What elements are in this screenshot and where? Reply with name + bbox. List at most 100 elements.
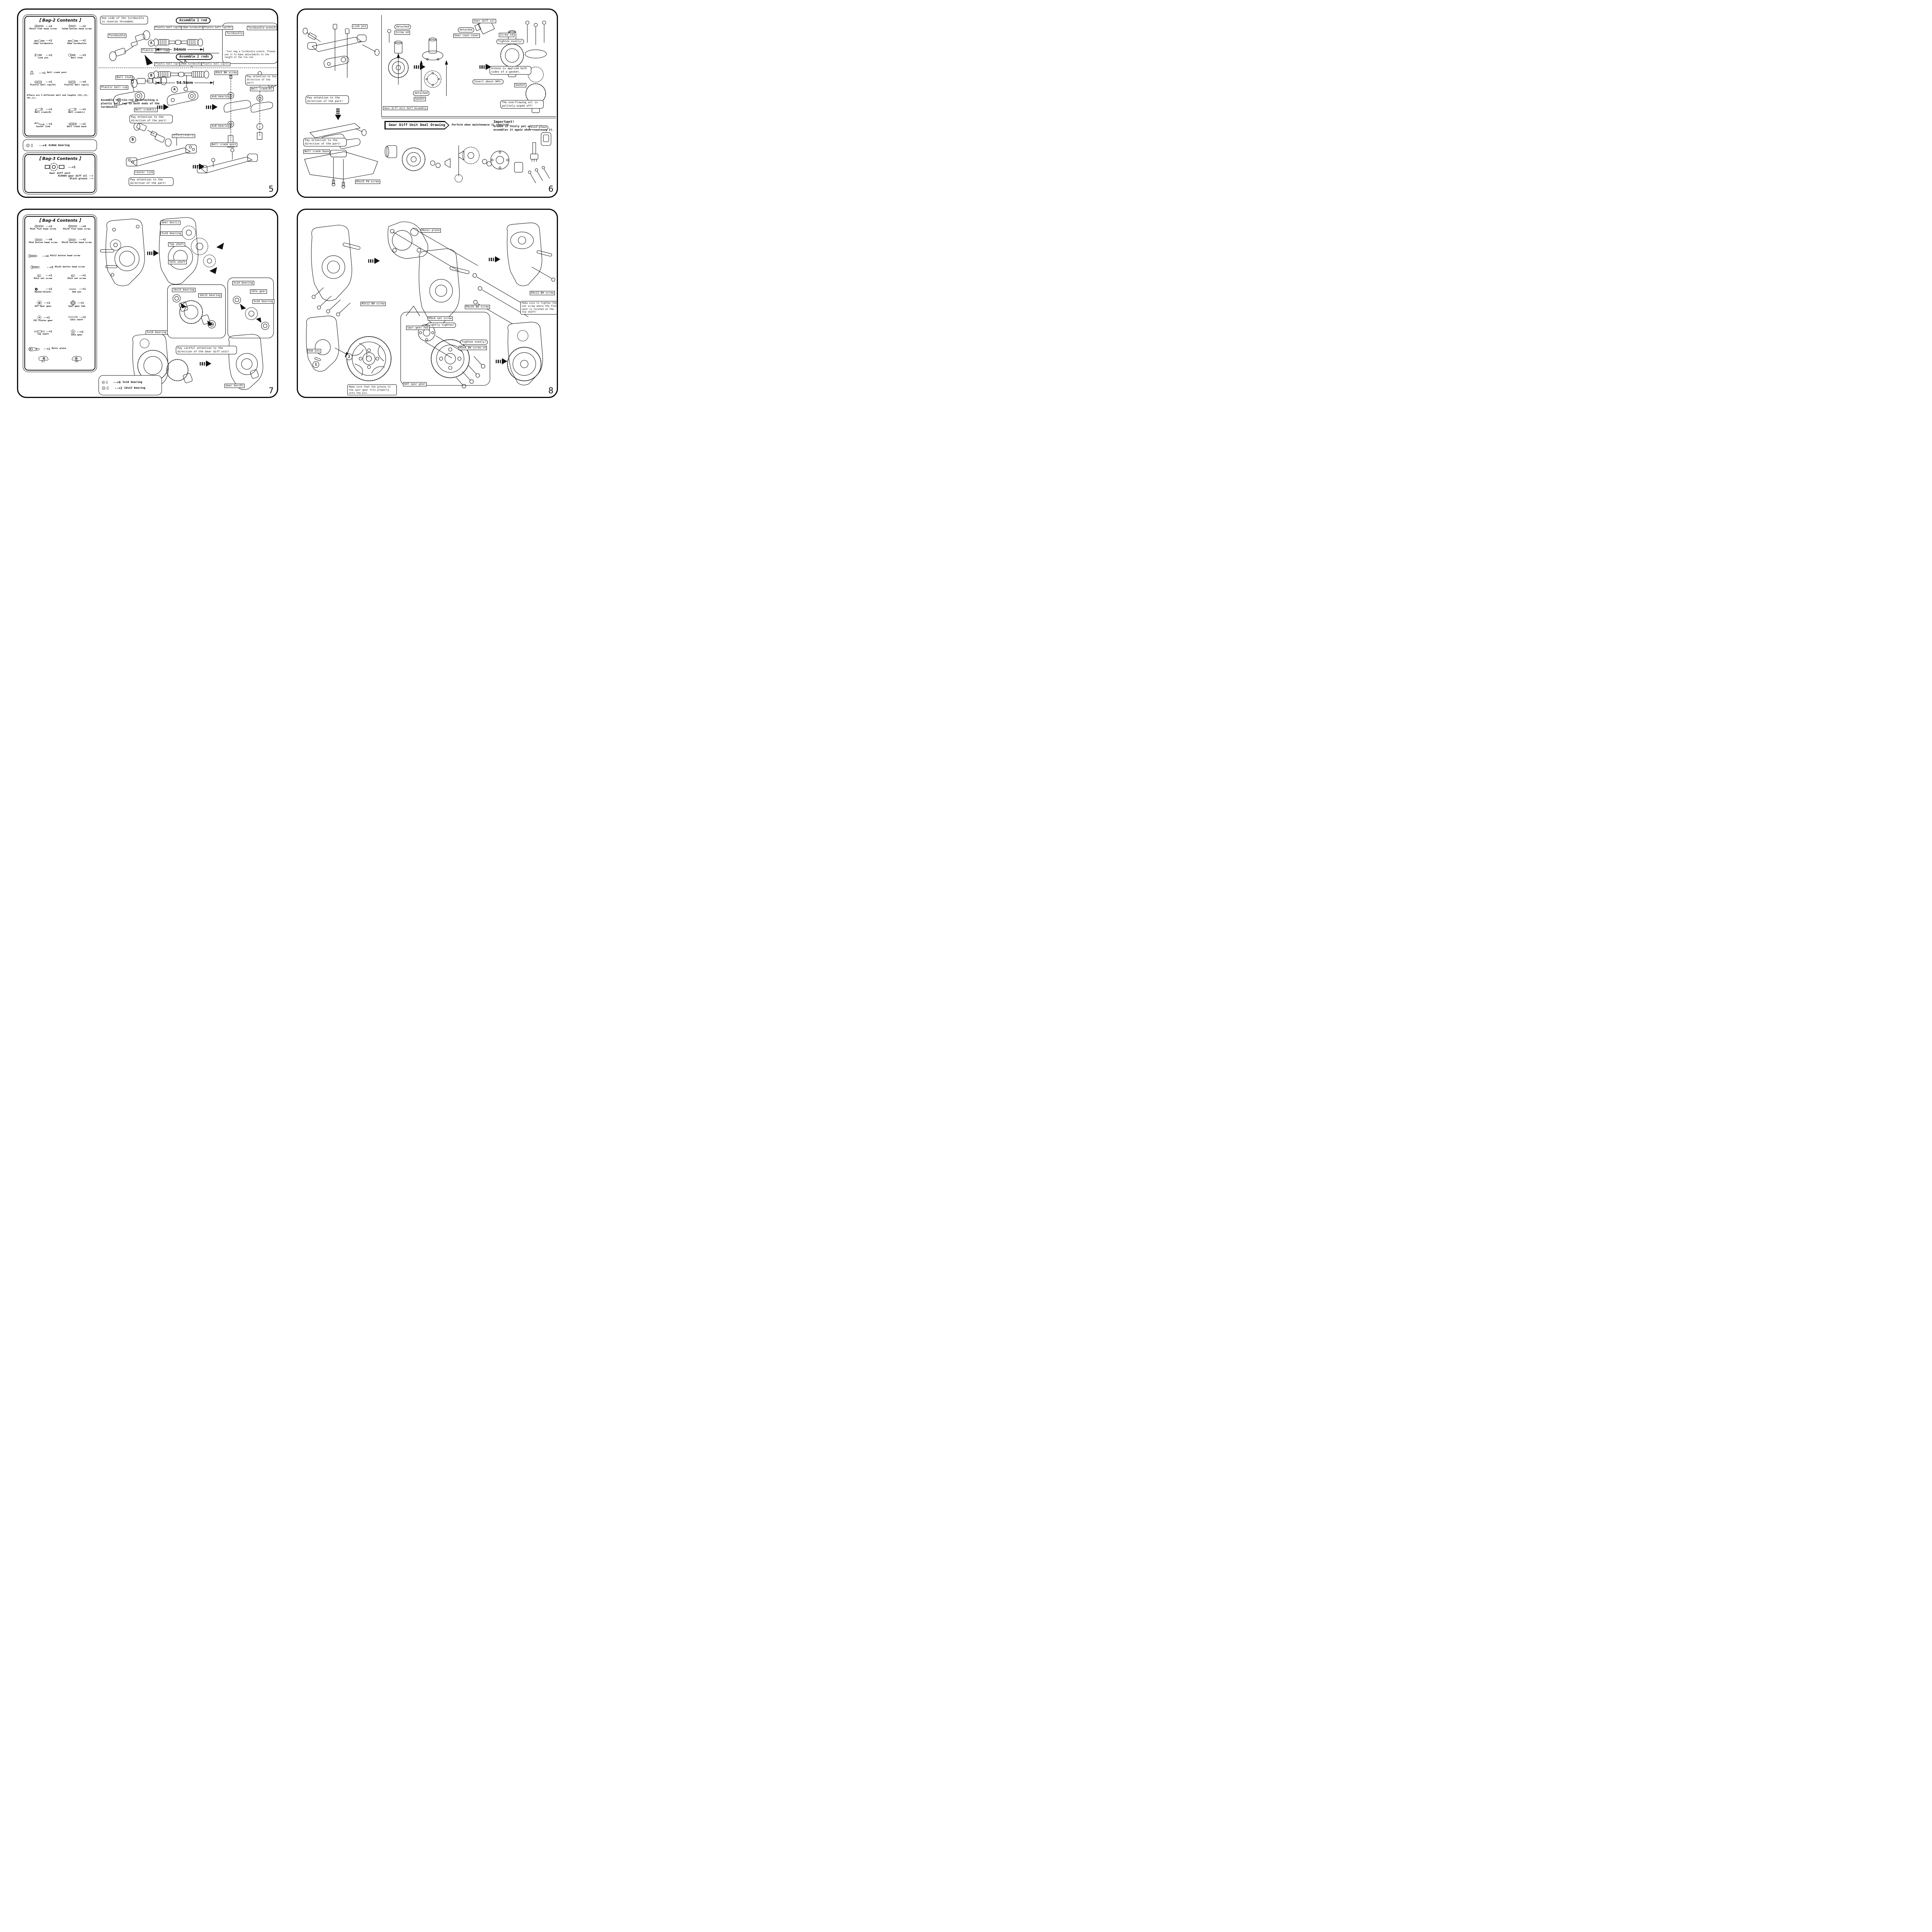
turnbuckle-label: Turnbuckle xyxy=(108,34,127,38)
m3x5-bh-screw-label: M3x5 BH screw xyxy=(214,71,238,75)
assemble-2-rods-header: Assemble 2 rods xyxy=(176,54,213,60)
hub-pin-label: Hub pin xyxy=(307,349,321,354)
bearing-4x8-label: 4x8 bearing xyxy=(211,95,231,99)
section-divider xyxy=(381,116,556,118)
important-title: Important! xyxy=(493,120,515,124)
deal-subtitle: Perform when maintenance is required. xyxy=(452,123,510,126)
page-number: 5 xyxy=(269,184,274,194)
step-arrow xyxy=(147,250,160,256)
step-arrow xyxy=(496,358,508,364)
page-number: 7 xyxy=(269,386,274,395)
important-body: Grease is thinly put up and it assembles… xyxy=(493,125,554,132)
turnbuckle-16mm-label: 16mm turnbuckle xyxy=(181,26,205,30)
m3x12-bh-screw-label: M3x12 BH screw xyxy=(361,302,386,306)
page-number: 8 xyxy=(548,386,554,395)
gear-case-cover-label: Gear case cover xyxy=(453,34,480,38)
bell-crank-l-label: Bell crank(L) xyxy=(134,108,158,112)
pay-attention-note: Pay attention to the direction of the pa… xyxy=(129,177,173,186)
page-8: Motor plate M3x12 BH screw M3x35 BH scre… xyxy=(297,209,558,398)
step-arrow xyxy=(489,256,501,262)
hub-icon xyxy=(70,301,76,306)
plastic-ball-cup-ss-label: Plastic ball cup(SS) xyxy=(154,26,185,30)
divider xyxy=(381,15,382,116)
pay-attention-note: Pay attention to the direction of the pa… xyxy=(303,138,347,146)
m3x4-set-screw-label: M3x4 set screw xyxy=(428,316,453,321)
bell-crank-icon xyxy=(35,108,43,111)
spur-gear-icon xyxy=(37,300,42,306)
tighten-evenly-note: Tighten evenly! xyxy=(497,39,524,44)
bell-crank-base-label: Bell crank base xyxy=(303,150,330,154)
tighten-evenly-note: Tighten evenly! xyxy=(460,340,488,345)
pay-careful-note: Pay careful attention to the direction o… xyxy=(176,346,237,354)
step-a-mark: A xyxy=(171,86,178,93)
m3x35-bh-screw-label: M3x35 BH screw xyxy=(465,305,490,310)
bag3-count: --×1 xyxy=(68,165,76,169)
pay-attention-note: Pay attention to the direction of the pa… xyxy=(129,115,173,123)
ball-stud-label: Ball stud xyxy=(116,75,133,80)
rod-end-ball-label: ロッドエンドボール xyxy=(172,134,196,138)
pay-attention-note: Pay attention to the direction of the pa… xyxy=(306,95,349,104)
bell-crank-post-label: Bell crank post xyxy=(211,143,238,147)
bearing-5x10-label: 5x10 bearing xyxy=(160,231,182,236)
motor-plate-icon xyxy=(28,347,40,351)
step-b-mark: B xyxy=(148,72,155,79)
detached-note: detached xyxy=(458,27,474,32)
step-b-mark: B xyxy=(129,136,136,143)
bell-crank-icon xyxy=(68,108,77,111)
bearing-10x15-label: 10x15 bearing xyxy=(172,288,196,293)
gasket-label: Gasket xyxy=(514,83,527,88)
step-arrow xyxy=(368,258,381,264)
tool-bag-note: ・Tool bag a turnbuckle wrench. Please us… xyxy=(224,51,276,59)
page8-line-art xyxy=(306,221,555,388)
bag3-contents-box: 【 Bag-3 Contents 】 --×1 Gear diff unit #… xyxy=(23,153,97,194)
bearing-5x10-label: 5x10 bearing xyxy=(146,330,168,335)
bag4-title: 【 Bag-4 Contents 】 xyxy=(37,218,83,223)
reverse-thread-note: One side of the turnbuckle is reverse th… xyxy=(100,16,148,24)
motor-plate-label: Motor plate xyxy=(421,228,441,233)
step-arrow xyxy=(157,104,170,110)
groove-note: Make sure that the groove in the spur ge… xyxy=(347,384,397,395)
center-link-label: Center link xyxy=(134,170,155,175)
plastic-ball-cup-label: Plastic ball cup xyxy=(100,85,129,90)
gasket-label: Gasket xyxy=(414,97,426,102)
m3x15-fh-screw-label: M3x15 FH screw xyxy=(355,180,381,184)
turnbuckle-30mm-label: 30mm turnbuckle xyxy=(180,62,203,66)
turnbuckle-icon xyxy=(68,39,78,42)
bag3-oil: #10000 gear diff oil --× xyxy=(58,175,93,177)
detached-note: detached xyxy=(413,91,429,96)
button-head-screw-icon xyxy=(28,254,37,258)
assemble-1-rod-header: Assemble 1 rod xyxy=(176,17,211,24)
spur-gear-hub-label: Spur gear hub xyxy=(406,326,430,330)
gearbox-half-icon xyxy=(38,356,48,361)
bag2-bearing-row: --×4 4x8mm bearing xyxy=(23,139,97,151)
gear-diff-oil-label: Gear diff oil xyxy=(473,19,496,24)
post-icon xyxy=(30,71,34,75)
gear-box-r-label: Gear box(R) xyxy=(224,384,245,388)
gear-diff-icon xyxy=(45,163,65,171)
screw-x4-label: Screw x4 xyxy=(499,33,514,37)
half-assembly-label: Gear Diff Unit Half Assembly xyxy=(383,106,428,111)
